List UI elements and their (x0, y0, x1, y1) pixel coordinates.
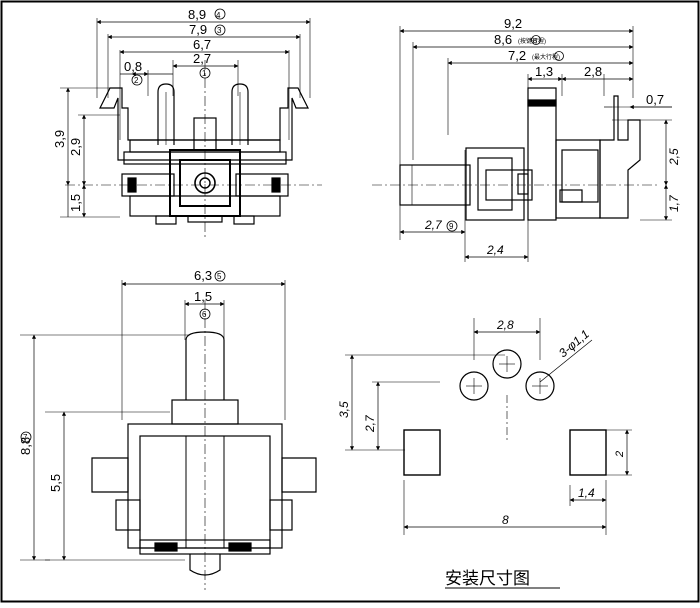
dim-9-2: 9,2 (504, 16, 522, 31)
marker-4: 4 (216, 11, 221, 20)
dim-2-8: 2,8 (584, 64, 602, 79)
dim-1-4: 1,4 (578, 486, 595, 500)
dim-8-9: 8,9 (188, 7, 206, 22)
side-view-labels: 9,2 8,6 (按键行程) 7,2 (最大行程) 1,3 2,8 0,7 2,… (424, 16, 681, 257)
marker-8: 8 (533, 38, 537, 45)
dim-0-7: 0,7 (646, 92, 664, 107)
dim-1-7: 1,7 (667, 194, 681, 212)
dim-2-4: 2,4 (486, 243, 504, 257)
marker-2: 2 (134, 76, 139, 85)
dim-7-2: 7,2 (508, 48, 526, 63)
dim-7-9: 7,9 (189, 22, 207, 37)
dim-8-6: 8,6 (494, 32, 512, 47)
front-view (60, 18, 322, 240)
dim-2-5: 2,5 (667, 148, 681, 166)
dim-0-8: 0,8 (124, 59, 142, 74)
dim-6-7: 6,7 (193, 37, 211, 52)
dim-2-pad: 2 (614, 451, 626, 458)
marker-6: 6 (202, 310, 207, 319)
dim-2-7-mount: 2,7 (363, 414, 377, 433)
front-view-labels: 8,9 7,9 6,7 2,7 0,8 3,9 2,9 1,5 4 3 1 2 (52, 7, 226, 212)
dim-2-7-side: 2,7 (424, 218, 443, 232)
marker-1: 1 (202, 69, 207, 78)
dim-1-5: 1,5 (68, 194, 83, 212)
note-max-travel: (最大行程) (532, 53, 560, 61)
dim-1-5-bottom: 1,5 (194, 289, 212, 304)
dim-2-7-pitch: 2,7 (193, 51, 211, 66)
dim-2-8-holes: 2,8 (496, 318, 514, 332)
marker-7: 7 (23, 433, 28, 442)
dim-3-5: 3,5 (337, 401, 351, 418)
mounting-view-labels: 2,8 3-φ1,1 3,5 2,7 2 1,4 8 安装尺寸图 (337, 318, 626, 589)
marker-9: 9 (449, 222, 454, 231)
mounting-title: 安装尺寸图 (445, 569, 530, 588)
marker-5: 5 (217, 272, 222, 281)
dim-8-8: 8,8 (18, 437, 33, 455)
dim-5-5: 5,5 (48, 474, 63, 492)
dim-6-3: 6,3 (194, 268, 212, 283)
dim-8: 8 (502, 513, 509, 527)
bottom-view-labels: 6,3 1,5 8,8 5,5 5 6 7 (18, 268, 226, 492)
note-travel: (按键行程) (518, 37, 546, 45)
mounting-view (345, 318, 632, 535)
side-view (372, 26, 672, 262)
dim-3-9: 3,9 (52, 130, 67, 148)
marker-3: 3 (217, 26, 222, 35)
bottom-view (20, 280, 317, 590)
dim-2-9: 2,9 (68, 138, 83, 156)
dim-1-3: 1,3 (535, 64, 553, 79)
dim-3-holes: 3-φ1,1 (556, 327, 592, 360)
